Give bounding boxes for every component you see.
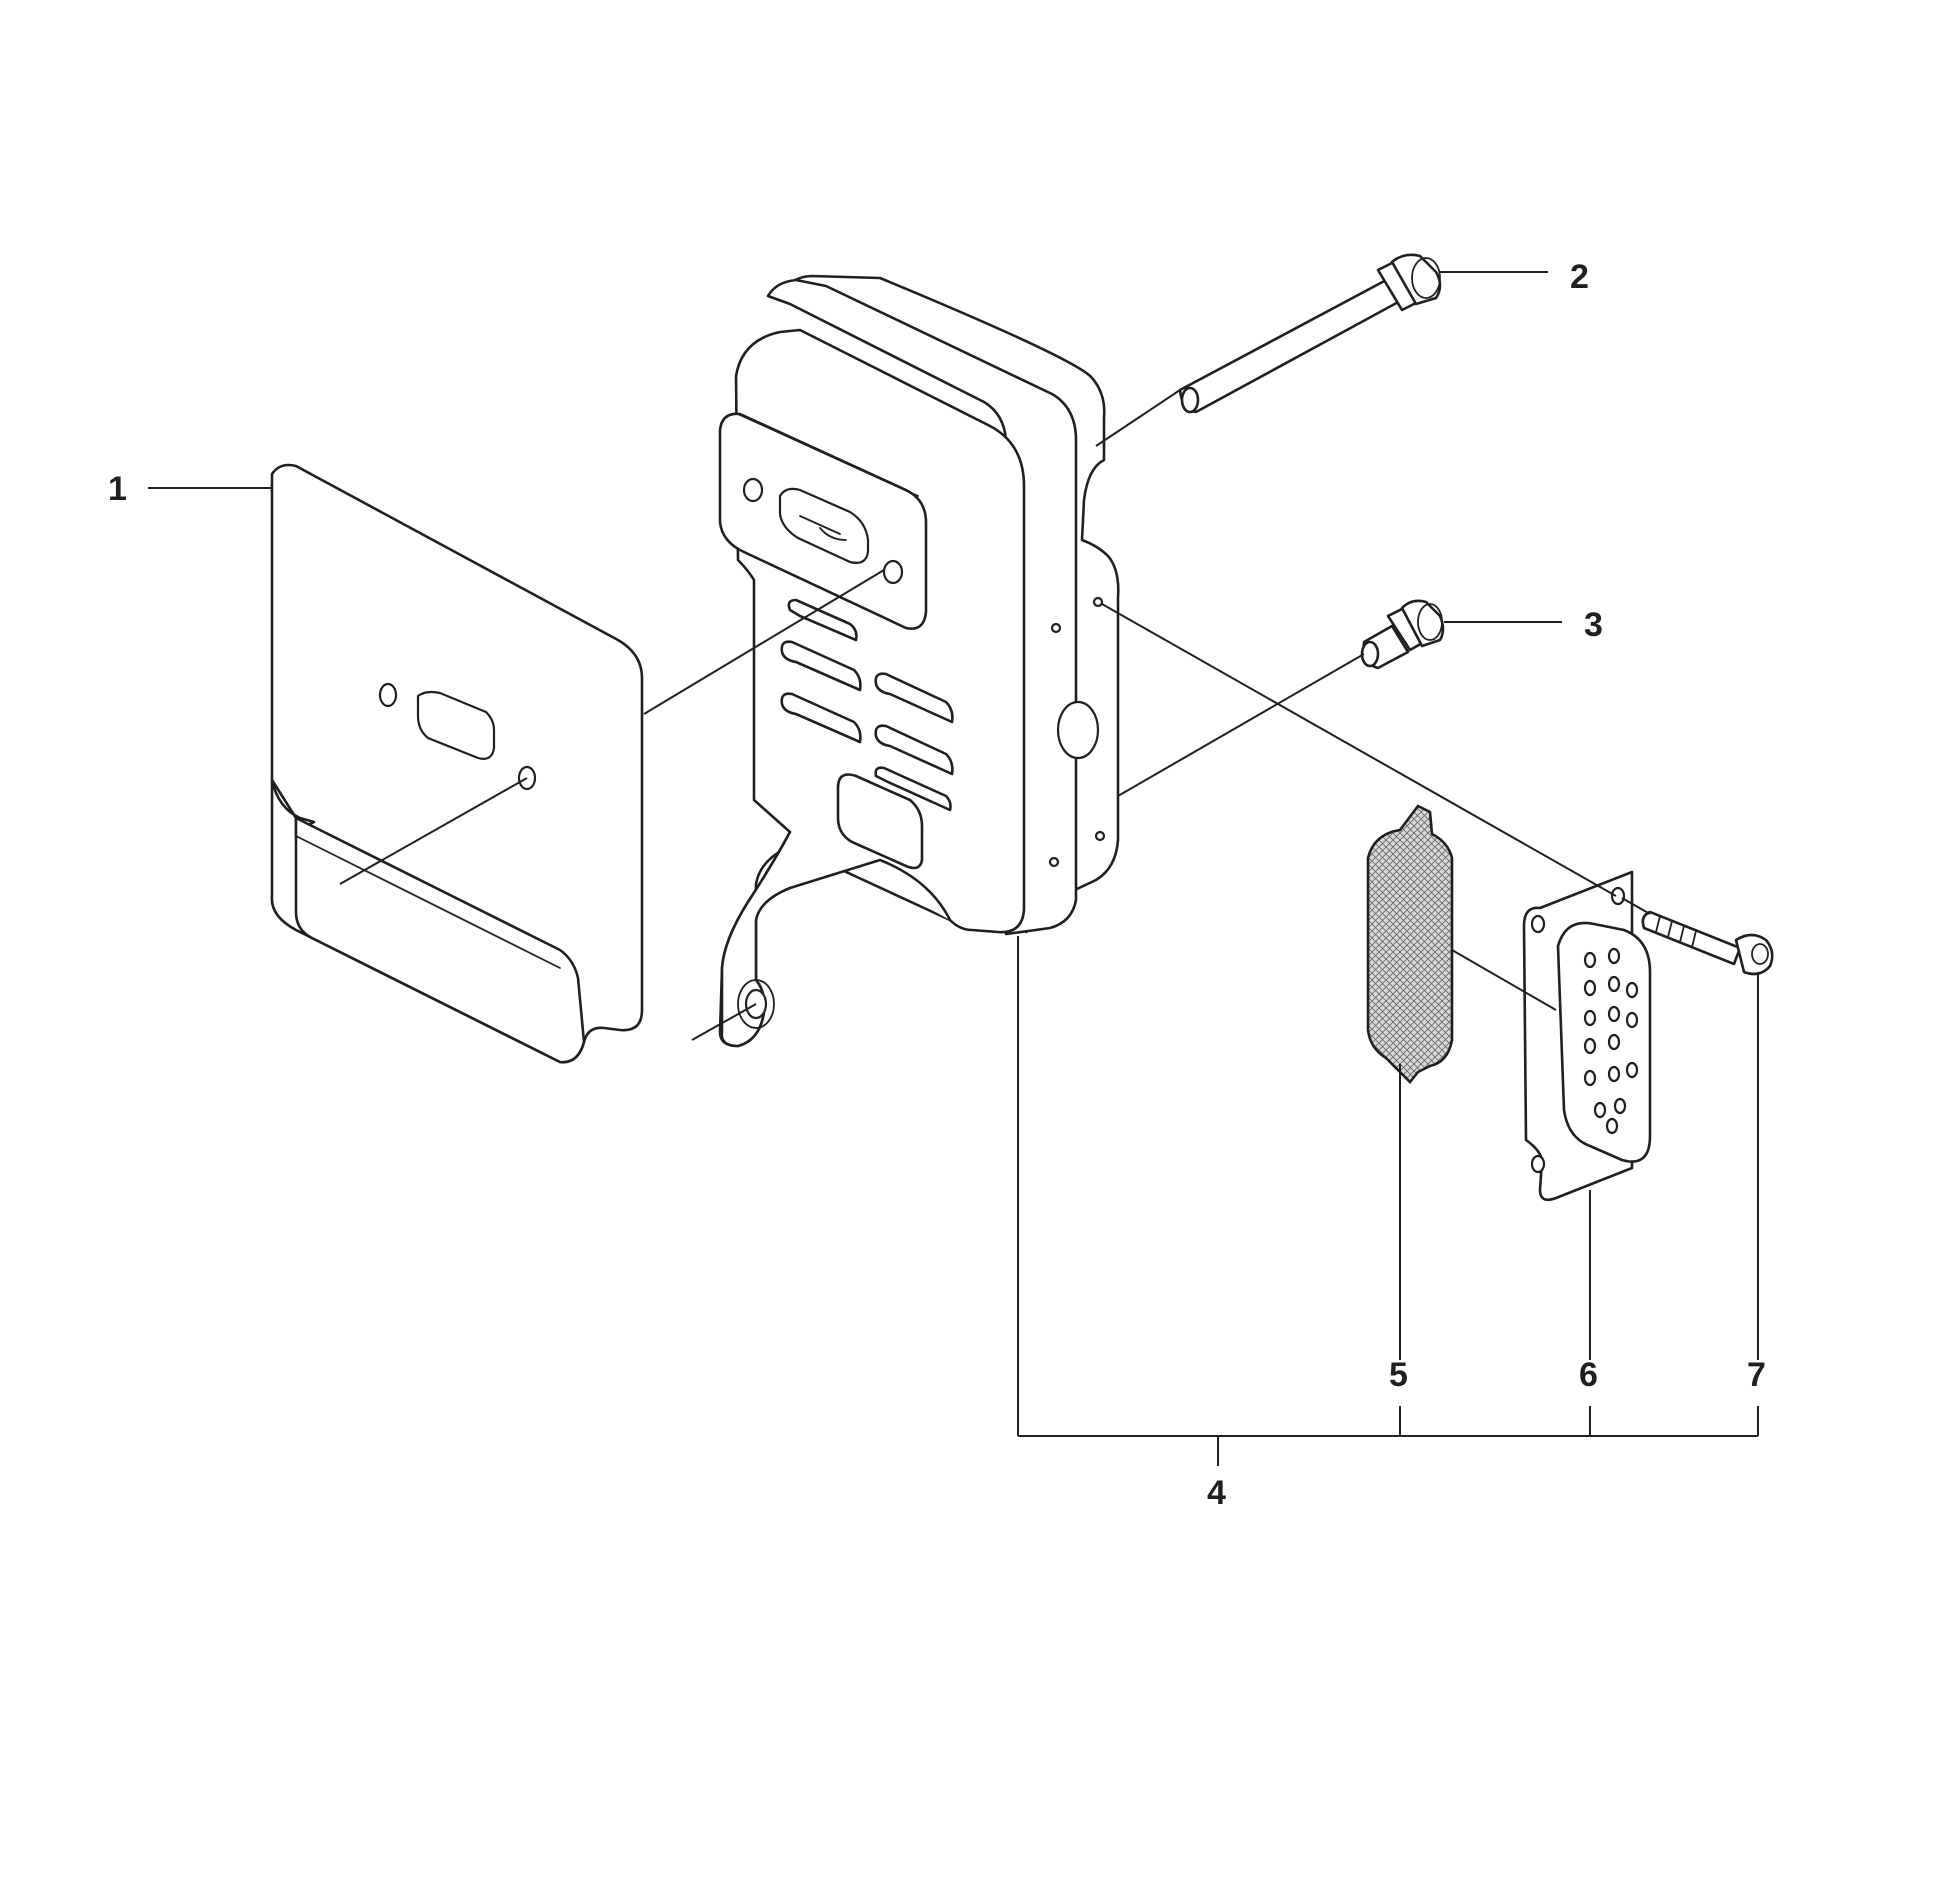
callout-2: 2	[1570, 258, 1589, 296]
cooling-slots	[780, 598, 954, 870]
side-outlet-hole	[1056, 700, 1100, 760]
callout-numbers: 1 2 3 4 5 6 7	[108, 258, 1766, 1512]
part-6-outlet-cover[interactable]	[1522, 870, 1652, 1202]
gasket-hole-upper	[378, 682, 398, 708]
gasket-exhaust-port	[416, 690, 496, 760]
outlet-vent-holes	[1583, 947, 1639, 1135]
part-4-muffler-housing[interactable]	[718, 274, 1120, 1048]
callout-1: 1	[108, 470, 127, 508]
part-2-long-bolt[interactable]	[1178, 253, 1442, 414]
part-7-screw[interactable]	[1641, 910, 1774, 976]
callout-6: 6	[1579, 1356, 1598, 1394]
callout-4: 4	[1207, 1474, 1226, 1512]
part-1-heat-shield-plate[interactable]	[270, 463, 644, 1064]
leader-lines	[148, 271, 1759, 1466]
part-5-spark-arrestor-screen[interactable]	[1366, 804, 1454, 1084]
flange-bolt-hole-right	[882, 559, 904, 585]
callout-7: 7	[1747, 1356, 1766, 1394]
part-3-short-bolt[interactable]	[1360, 599, 1445, 670]
flange-bolt-hole-left	[742, 477, 764, 503]
callout-3: 3	[1584, 606, 1603, 644]
callout-5: 5	[1389, 1356, 1408, 1394]
